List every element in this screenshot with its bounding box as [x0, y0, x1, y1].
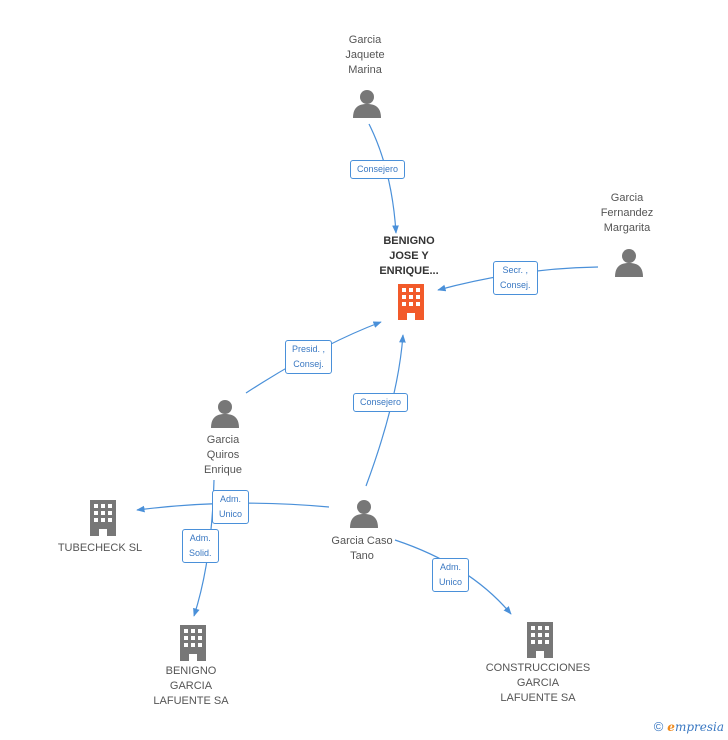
node-label-tubecheck[interactable]: TUBECHECK SL: [20, 541, 180, 556]
node-label-benigno-garcia[interactable]: BENIGNO GARCIA LAFUENTE SA: [111, 664, 271, 709]
label-line: Garcia Caso: [331, 535, 393, 547]
edge-label-consejero[interactable]: Consejero: [350, 160, 406, 179]
label-line: Marina: [348, 64, 382, 76]
building-icon[interactable]: [180, 625, 206, 661]
label-line: Enrique: [204, 464, 242, 476]
label-line: Fernandez: [600, 207, 654, 219]
edge-label-line: Adm.: [220, 494, 242, 504]
node-label-garcia-caso[interactable]: Garcia Caso Tano: [282, 534, 442, 564]
building-icon[interactable]: [90, 500, 116, 536]
label-line: Jaquete: [345, 49, 385, 61]
edge-label-line: Consejero: [360, 397, 402, 407]
label-line: JOSE Y: [389, 250, 429, 262]
label-line: GARCIA: [516, 677, 560, 689]
label-line: TUBECHECK SL: [57, 542, 143, 554]
label-line: Garcia: [610, 192, 644, 204]
edge-label-presid-consej[interactable]: Presid. , Consej.: [285, 340, 333, 374]
edge-label-line: Consej.: [500, 280, 531, 290]
edge-label-line: Solid.: [189, 548, 212, 558]
person-icon[interactable]: [350, 500, 378, 528]
edge-label-adm-unico[interactable]: Adm. Unico: [432, 558, 470, 592]
brand-initial: e: [667, 720, 675, 734]
label-line: CONSTRUCCIONES: [485, 662, 591, 674]
node-label-benigno-main[interactable]: BENIGNO JOSE Y ENRIQUE...: [329, 234, 489, 279]
label-line: Tano: [350, 550, 374, 562]
label-line: ENRIQUE...: [379, 265, 439, 277]
person-icon[interactable]: [353, 90, 381, 118]
edge-label-line: Adm.: [440, 562, 462, 572]
edge-label-line: Unico: [219, 509, 243, 519]
node-label-construcciones[interactable]: CONSTRUCCIONES GARCIA LAFUENTE SA: [458, 661, 618, 706]
brand-footer[interactable]: ©empresia: [654, 719, 724, 734]
label-line: BENIGNO: [383, 235, 435, 247]
label-line: Quiros: [206, 449, 240, 461]
person-icon[interactable]: [211, 400, 239, 428]
building-icon[interactable]: [527, 622, 553, 658]
label-line: LAFUENTE SA: [500, 692, 576, 704]
node-label-garcia-quiros[interactable]: Garcia Quiros Enrique: [143, 433, 303, 478]
brand-name: mpresia: [674, 720, 724, 734]
label-line: LAFUENTE SA: [153, 695, 229, 707]
edge-label-line: Secr. ,: [502, 265, 529, 275]
label-line: Garcia: [206, 434, 240, 446]
edge-label-adm-solid[interactable]: Adm. Solid.: [182, 529, 219, 563]
person-icon[interactable]: [615, 249, 643, 277]
edge-label-line: Consej.: [293, 359, 324, 369]
edge-label-consejero[interactable]: Consejero: [353, 393, 409, 412]
copyright-symbol: ©: [653, 719, 664, 734]
node-label-garcia-fernandez[interactable]: Garcia Fernandez Margarita: [547, 191, 707, 236]
edge-label-adm-unico[interactable]: Adm. Unico: [212, 490, 250, 524]
edge-label-secr-consej[interactable]: Secr. , Consej.: [493, 261, 538, 295]
edge-label-line: Unico: [439, 577, 463, 587]
edge-label-line: Consejero: [357, 164, 399, 174]
edge-label-line: Adm.: [189, 533, 211, 543]
label-line: Garcia: [348, 34, 382, 46]
label-line: BENIGNO: [165, 665, 217, 677]
edge-label-line: Presid. ,: [292, 344, 326, 354]
label-line: GARCIA: [169, 680, 213, 692]
label-line: Margarita: [603, 222, 651, 234]
brand-logo: empresia: [667, 720, 724, 734]
building-icon[interactable]: [398, 284, 424, 320]
node-label-garcia-jaquete[interactable]: Garcia Jaquete Marina: [285, 33, 445, 78]
